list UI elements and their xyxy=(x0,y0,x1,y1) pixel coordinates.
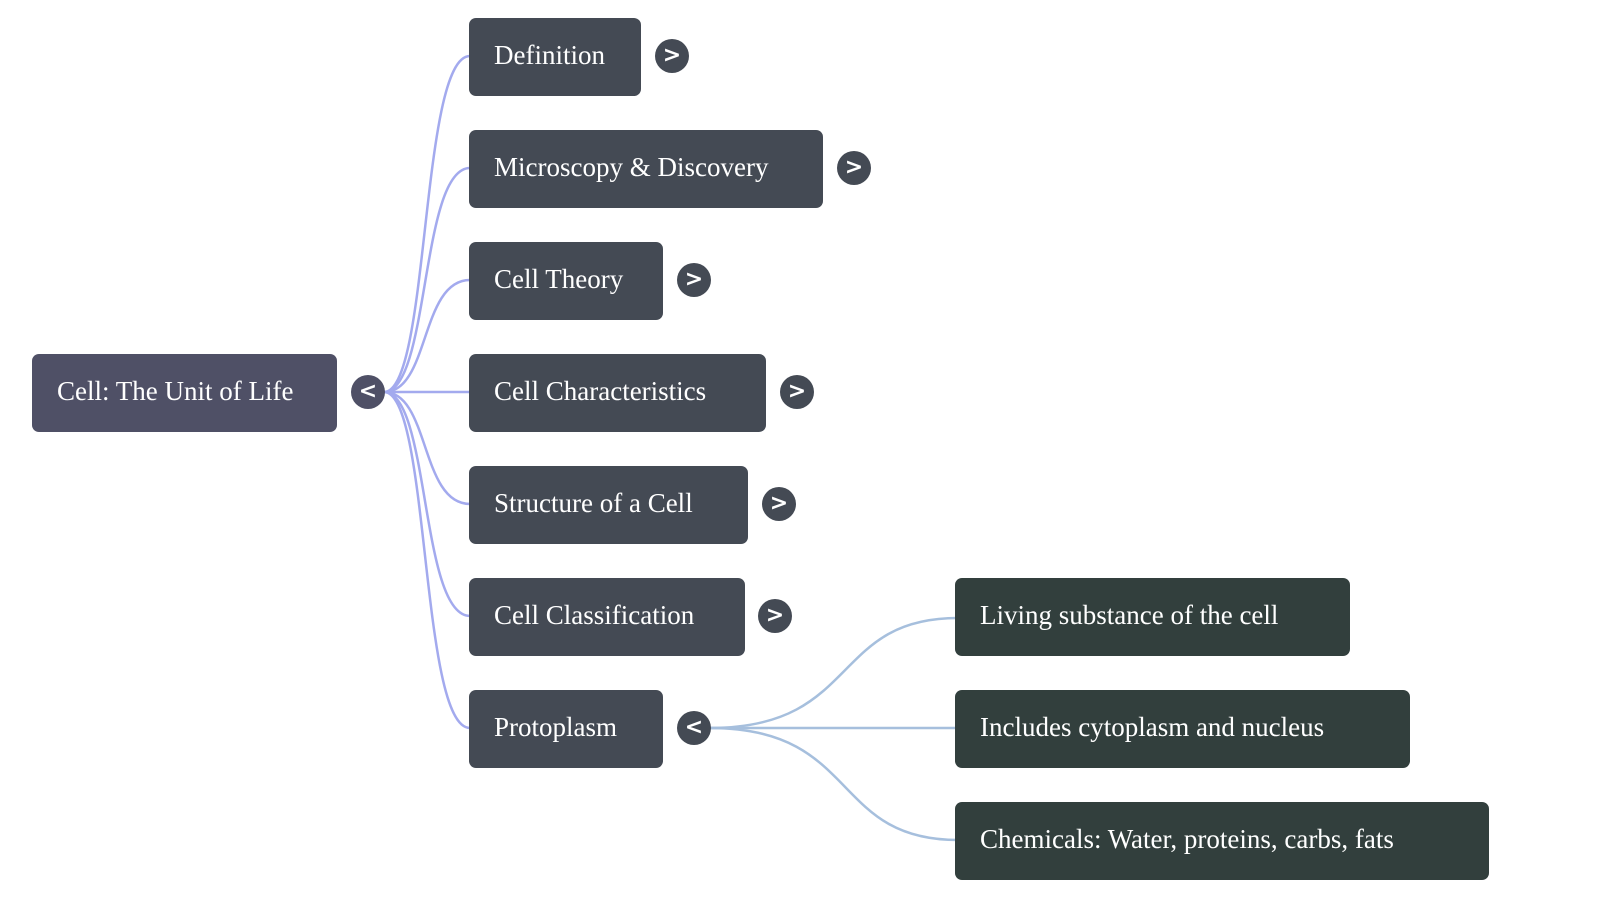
branch-label: Definition xyxy=(494,39,605,70)
leaf-node-living-substance[interactable]: Living substance of the cell xyxy=(955,578,1350,656)
branch-label: Cell Characteristics xyxy=(494,375,707,406)
collapse-toggle-root[interactable]: < xyxy=(351,375,385,409)
link-classification xyxy=(383,390,471,618)
branch-node-protoplasm[interactable]: Protoplasm xyxy=(469,690,663,768)
chevron-right-icon: > xyxy=(765,603,785,628)
expand-toggle-characteristics[interactable]: > xyxy=(780,375,814,409)
branch-label: Protoplasm xyxy=(494,711,618,742)
branch-node-structure[interactable]: Structure of a Cell xyxy=(469,466,748,544)
expand-toggle-cell-theory[interactable]: > xyxy=(677,263,711,297)
leaf-label: Includes cytoplasm and nucleus xyxy=(980,711,1325,742)
chevron-left-icon: < xyxy=(358,379,378,404)
branch-node-cell-theory[interactable]: Cell Theory xyxy=(469,242,663,320)
chevron-right-icon: > xyxy=(787,379,807,404)
branch-node-microscopy[interactable]: Microscopy & Discovery xyxy=(469,130,823,208)
collapse-toggle-protoplasm[interactable]: < xyxy=(677,711,711,745)
chevron-right-icon: > xyxy=(662,43,682,68)
branch-label: Structure of a Cell xyxy=(494,487,693,518)
leaf-label: Living substance of the cell xyxy=(980,599,1279,630)
leaf-node-includes[interactable]: Includes cytoplasm and nucleus xyxy=(955,690,1410,768)
branch-label: Cell Classification xyxy=(494,599,695,630)
link-structure xyxy=(383,390,471,506)
link-microscopy xyxy=(383,166,471,394)
expand-toggle-classification[interactable]: > xyxy=(758,599,792,633)
link-protoplasm xyxy=(383,390,471,730)
chevron-right-icon: > xyxy=(684,267,704,292)
chevron-right-icon: > xyxy=(844,155,864,180)
chevron-left-icon: < xyxy=(684,715,704,740)
root-node[interactable]: Cell: The Unit of Life xyxy=(32,354,337,432)
expand-toggle-microscopy[interactable]: > xyxy=(837,151,871,185)
link-definition xyxy=(383,54,471,394)
link-living-substance xyxy=(709,616,959,730)
branch-node-characteristics[interactable]: Cell Characteristics xyxy=(469,354,766,432)
leaf-label: Chemicals: Water, proteins, carbs, fats xyxy=(980,823,1394,854)
link-chemicals xyxy=(709,726,959,842)
branch-node-definition[interactable]: Definition xyxy=(469,18,641,96)
chevron-right-icon: > xyxy=(769,491,789,516)
branch-label: Cell Theory xyxy=(494,263,624,294)
root-label: Cell: The Unit of Life xyxy=(57,375,294,406)
link-cell-theory xyxy=(383,278,471,394)
expand-toggle-definition[interactable]: > xyxy=(655,39,689,73)
branch-label: Microscopy & Discovery xyxy=(494,151,769,182)
branch-node-classification[interactable]: Cell Classification xyxy=(469,578,745,656)
leaf-node-chemicals[interactable]: Chemicals: Water, proteins, carbs, fats xyxy=(955,802,1489,880)
expand-toggle-structure[interactable]: > xyxy=(762,487,796,521)
